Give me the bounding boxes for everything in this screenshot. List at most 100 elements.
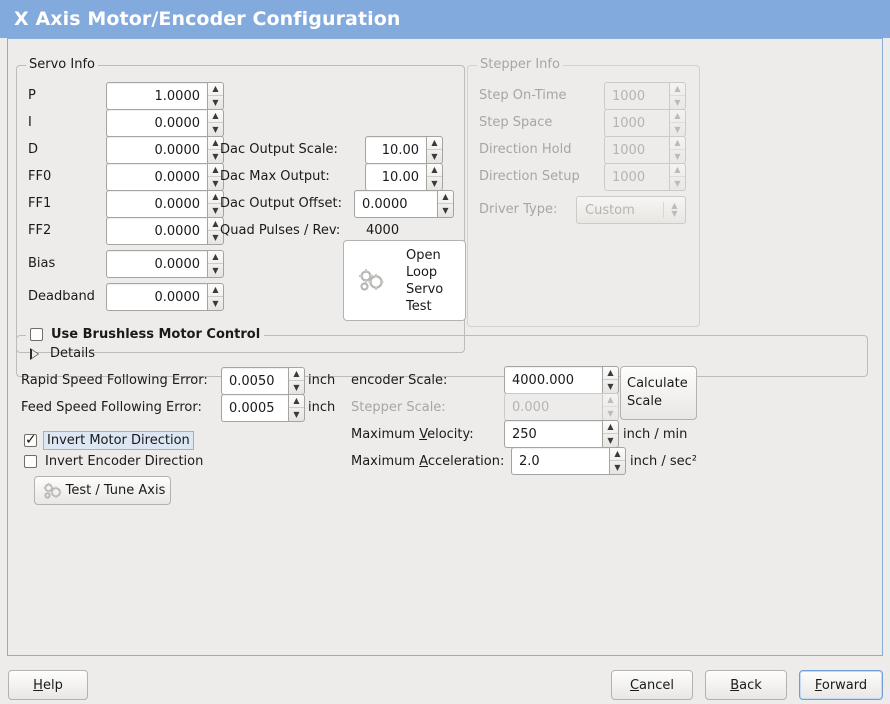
- step-on-time-spin-buttons[interactable]: ▲ ▼: [669, 82, 686, 110]
- direction-setup-value[interactable]: 1000: [604, 163, 669, 191]
- dac-output-scale-spin[interactable]: 10.00 ▲ ▼: [365, 136, 443, 164]
- spin-down-icon[interactable]: ▼: [674, 178, 681, 188]
- dac-max-output-value[interactable]: 10.00: [365, 163, 426, 191]
- dac-output-scale-value[interactable]: 10.00: [365, 136, 426, 164]
- direction-setup-spin[interactable]: 1000 ▲ ▼: [604, 163, 686, 191]
- step-space-spin-buttons[interactable]: ▲ ▼: [669, 109, 686, 137]
- spin-down-icon[interactable]: ▼: [212, 205, 219, 215]
- invert-encoder-direction-checkbox[interactable]: Invert Encoder Direction: [24, 454, 203, 469]
- servo-value-deadband[interactable]: 0.0000: [106, 283, 207, 311]
- spin-down-icon[interactable]: ▼: [212, 124, 219, 134]
- dac-output-offset-spin-buttons[interactable]: ▲ ▼: [437, 190, 454, 218]
- servo-spin-buttons-i[interactable]: ▲ ▼: [207, 109, 224, 137]
- servo-value-ff1[interactable]: 0.0000: [106, 190, 207, 218]
- spin-down-icon[interactable]: ▼: [674, 151, 681, 161]
- brushless-details-expander[interactable]: Details: [30, 346, 95, 361]
- help-button[interactable]: HHelpelp: [8, 670, 88, 700]
- servo-spin-deadband[interactable]: 0.0000 ▲ ▼: [106, 283, 224, 311]
- spin-down-icon[interactable]: ▼: [293, 409, 300, 419]
- spin-up-icon[interactable]: ▲: [208, 110, 223, 123]
- spin-down-icon[interactable]: ▼: [431, 151, 438, 161]
- spin-up-icon[interactable]: ▲: [610, 448, 625, 461]
- forward-button[interactable]: Forward: [799, 670, 883, 700]
- rapid-following-error-value[interactable]: 0.0050: [221, 367, 288, 395]
- spin-down-icon[interactable]: ▼: [212, 298, 219, 308]
- encoder-scale-spin[interactable]: 4000.000 ▲ ▼: [504, 366, 619, 394]
- spin-down-icon[interactable]: ▼: [212, 232, 219, 242]
- spin-down-icon[interactable]: ▼: [607, 408, 614, 418]
- stepper-scale-spin-buttons[interactable]: ▲ ▼: [602, 393, 619, 421]
- feed-following-error-spin-buttons[interactable]: ▲ ▼: [288, 394, 305, 422]
- maximum-acceleration-spin[interactable]: 2.0 ▲ ▼: [511, 447, 626, 475]
- maximum-velocity-spin[interactable]: 250 ▲ ▼: [504, 420, 619, 448]
- direction-hold-spin[interactable]: 1000 ▲ ▼: [604, 136, 686, 164]
- spin-up-icon[interactable]: ▲: [208, 218, 223, 231]
- stepper-scale-value[interactable]: 0.000: [504, 393, 602, 421]
- dac-output-offset-spin[interactable]: 0.0000 ▲ ▼: [354, 190, 454, 218]
- step-on-time-spin[interactable]: 1000 ▲ ▼: [604, 82, 686, 110]
- servo-value-d[interactable]: 0.0000: [106, 136, 207, 164]
- spin-down-icon[interactable]: ▼: [614, 462, 621, 472]
- spin-up-icon[interactable]: ▲: [289, 395, 304, 408]
- servo-value-ff2[interactable]: 0.0000: [106, 217, 207, 245]
- spin-up-icon[interactable]: ▲: [670, 137, 685, 150]
- servo-spin-bias[interactable]: 0.0000 ▲ ▼: [106, 250, 224, 278]
- spin-up-icon[interactable]: ▲: [438, 191, 453, 204]
- checkbox-box[interactable]: [24, 455, 37, 468]
- spin-down-icon[interactable]: ▼: [431, 178, 438, 188]
- spin-up-icon[interactable]: ▲: [208, 284, 223, 297]
- calculate-scale-button[interactable]: Calculate Scale: [620, 366, 697, 420]
- feed-following-error-value[interactable]: 0.0005: [221, 394, 288, 422]
- spin-down-icon[interactable]: ▼: [674, 97, 681, 107]
- spin-up-icon[interactable]: ▲: [208, 83, 223, 96]
- servo-spin-ff1[interactable]: 0.0000 ▲ ▼: [106, 190, 224, 218]
- servo-spin-ff0[interactable]: 0.0000 ▲ ▼: [106, 163, 224, 191]
- servo-spin-buttons-deadband[interactable]: ▲ ▼: [207, 283, 224, 311]
- checkbox-box[interactable]: [30, 328, 43, 341]
- checkbox-box[interactable]: [24, 431, 37, 449]
- cancel-button[interactable]: Cancel: [611, 670, 693, 700]
- servo-spin-buttons-d[interactable]: ▲ ▼: [207, 136, 224, 164]
- invert-motor-direction-checkbox[interactable]: Invert Motor Direction: [24, 431, 194, 450]
- spin-down-icon[interactable]: ▼: [212, 151, 219, 161]
- spin-up-icon[interactable]: ▲: [208, 164, 223, 177]
- servo-spin-buttons-bias[interactable]: ▲ ▼: [207, 250, 224, 278]
- step-space-spin[interactable]: 1000 ▲ ▼: [604, 109, 686, 137]
- spin-down-icon[interactable]: ▼: [674, 124, 681, 134]
- dac-max-output-spin-buttons[interactable]: ▲ ▼: [426, 163, 443, 191]
- maximum-acceleration-value[interactable]: 2.0: [511, 447, 609, 475]
- dac-output-scale-spin-buttons[interactable]: ▲ ▼: [426, 136, 443, 164]
- spin-up-icon[interactable]: ▲: [208, 137, 223, 150]
- rapid-following-error-spin[interactable]: 0.0050 ▲ ▼: [221, 367, 305, 395]
- servo-spin-d[interactable]: 0.0000 ▲ ▼: [106, 136, 224, 164]
- spin-down-icon[interactable]: ▼: [607, 381, 614, 391]
- servo-spin-i[interactable]: 0.0000 ▲ ▼: [106, 109, 224, 137]
- servo-spin-p[interactable]: 1.0000 ▲ ▼: [106, 82, 224, 110]
- spin-down-icon[interactable]: ▼: [442, 205, 449, 215]
- step-on-time-value[interactable]: 1000: [604, 82, 669, 110]
- direction-hold-spin-buttons[interactable]: ▲ ▼: [669, 136, 686, 164]
- back-button[interactable]: Back: [705, 670, 787, 700]
- driver-type-combobox[interactable]: Custom ▲▼: [576, 196, 686, 224]
- direction-setup-spin-buttons[interactable]: ▲ ▼: [669, 163, 686, 191]
- use-brushless-motor-checkbox[interactable]: Use Brushless Motor Control: [26, 327, 265, 342]
- step-space-value[interactable]: 1000: [604, 109, 669, 137]
- encoder-scale-value[interactable]: 4000.000: [504, 366, 602, 394]
- servo-value-ff0[interactable]: 0.0000: [106, 163, 207, 191]
- feed-following-error-spin[interactable]: 0.0005 ▲ ▼: [221, 394, 305, 422]
- spin-up-icon[interactable]: ▲: [208, 191, 223, 204]
- servo-value-bias[interactable]: 0.0000: [106, 250, 207, 278]
- servo-value-i[interactable]: 0.0000: [106, 109, 207, 137]
- dac-max-output-spin[interactable]: 10.00 ▲ ▼: [365, 163, 443, 191]
- spin-up-icon[interactable]: ▲: [603, 421, 618, 434]
- test-tune-axis-button[interactable]: Test / Tune Axis: [34, 476, 171, 505]
- spin-up-icon[interactable]: ▲: [427, 164, 442, 177]
- chevron-updown-icon[interactable]: ▲▼: [663, 202, 685, 218]
- spin-down-icon[interactable]: ▼: [212, 97, 219, 107]
- maximum-acceleration-spin-buttons[interactable]: ▲ ▼: [609, 447, 626, 475]
- spin-up-icon[interactable]: ▲: [427, 137, 442, 150]
- dac-output-offset-value[interactable]: 0.0000: [354, 190, 437, 218]
- servo-spin-buttons-p[interactable]: ▲ ▼: [207, 82, 224, 110]
- spin-up-icon[interactable]: ▲: [603, 367, 618, 380]
